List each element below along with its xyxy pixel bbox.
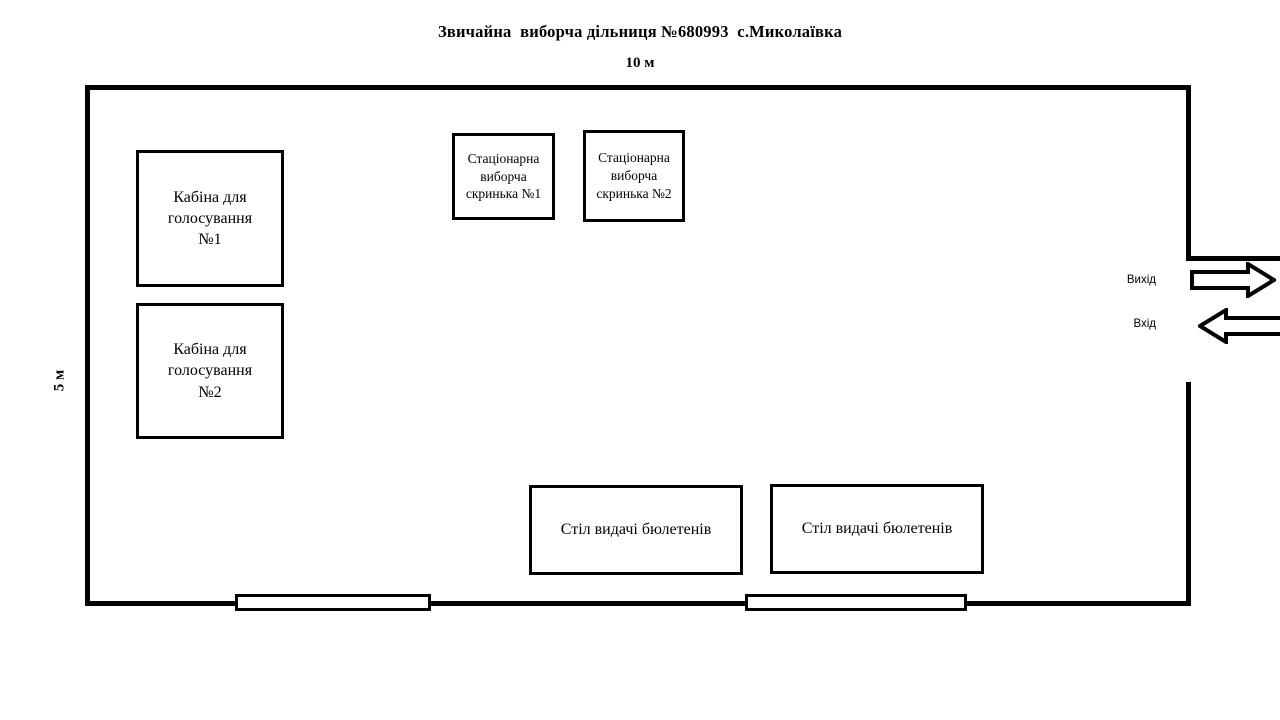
voting-booth-2: Кабіна для голосування №2 [136, 303, 284, 439]
wall-bottom [85, 601, 1191, 606]
entrance-label: Вхід [1133, 318, 1156, 330]
window-1 [235, 594, 431, 611]
ballot-issuing-table-2: Стіл видачі бюлетенів [770, 484, 984, 574]
dimension-label-height: 5 м [51, 369, 68, 392]
arrow-right-icon [1190, 262, 1276, 298]
ballot-box-1: Стаціонарна виборча скринька №1 [452, 133, 555, 220]
exit-label: Вихід [1126, 274, 1156, 286]
wall-right-lower [1186, 382, 1191, 606]
voting-booth-1: Кабіна для голосування №1 [136, 150, 284, 287]
window-2 [745, 594, 967, 611]
wall-right-upper [1186, 85, 1191, 260]
ballot-box-2: Стаціонарна виборча скринька №2 [583, 130, 685, 222]
wall-top [85, 85, 1191, 90]
dimension-label-width: 10 м [625, 55, 655, 71]
wall-left [85, 85, 90, 606]
ballot-issuing-table-1: Стіл видачі бюлетенів [529, 485, 743, 575]
page-title: Звичайна виборча дільниця №680993 с.Мико… [437, 22, 843, 41]
wall-doorway-stub [1186, 256, 1280, 261]
arrow-left-icon [1198, 308, 1280, 344]
